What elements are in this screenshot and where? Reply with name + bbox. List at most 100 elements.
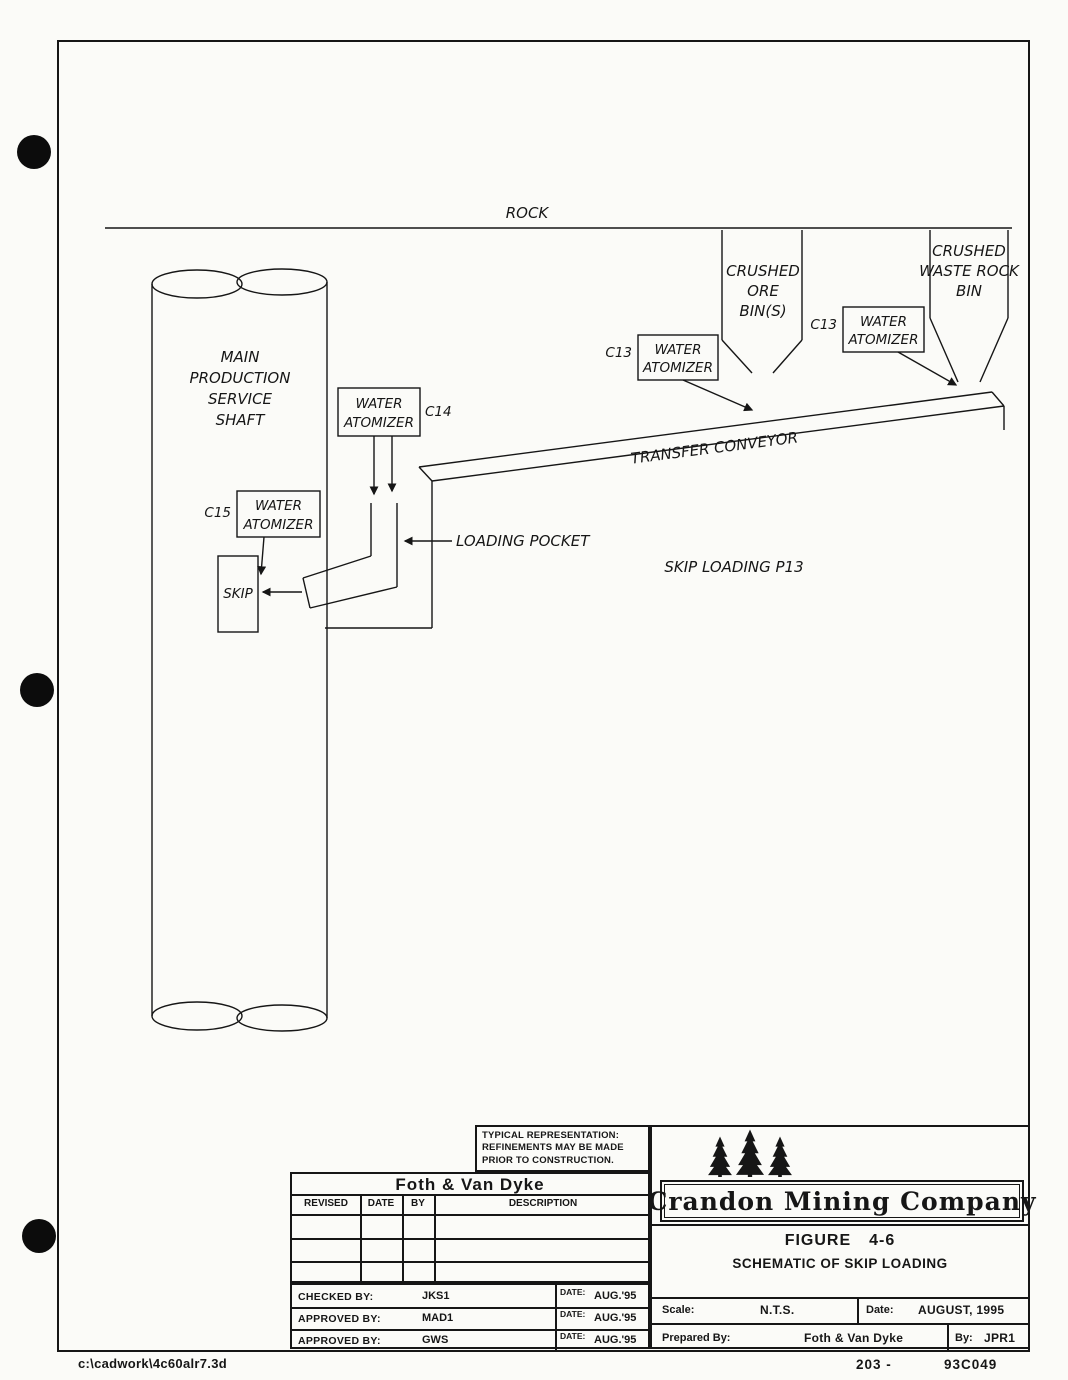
waste-bin-label-line1: CRUSHED (932, 242, 1006, 260)
note-line: PRIOR TO CONSTRUCTION. (482, 1154, 614, 1166)
figure-label: FIGURE (784, 1232, 852, 1249)
atomizer-c15-line2: ATOMIZER (243, 517, 314, 533)
drawing-border (57, 40, 1030, 1352)
waste-bin-label-line2: WASTE ROCK (919, 262, 1020, 280)
crushed-waste-rock-bin-shape (929, 230, 1009, 383)
table-line (652, 1297, 1028, 1299)
crushed-ore-bin-shape (721, 230, 803, 374)
table-line (555, 1329, 557, 1351)
approval-row: APPROVED BY: MAD1 DATE: AUG.'95 (292, 1307, 648, 1329)
column-header-date: DATE (367, 1198, 395, 1209)
shaft-label-line1: MAIN (221, 348, 260, 366)
water-atomizer-box-c13-waste (842, 306, 925, 353)
atomizer-c14-line2: ATOMIZER (343, 415, 414, 431)
atomizer-c13-ore-tag: C13 (605, 345, 632, 361)
column-header-revised: REVISED (304, 1198, 348, 1209)
approval-label: APPROVED BY: (298, 1335, 381, 1347)
table-line (555, 1285, 557, 1307)
atomizer-c14-line1: WATER (355, 396, 402, 412)
approval-name: MAD1 (422, 1312, 454, 1324)
approval-label: APPROVED BY: (298, 1313, 381, 1325)
transfer-conveyor-label: TRANSFER CONVEYOR (630, 428, 799, 467)
atomizer-c13-ore-line1: WATER (654, 342, 701, 358)
water-atomizer-box-c13-ore (637, 334, 719, 381)
date-value: AUG.'95 (594, 1290, 637, 1302)
date-label: Date: (866, 1304, 894, 1316)
page-number: 203 - (856, 1357, 892, 1372)
table-line (292, 1329, 648, 1331)
table-line (360, 1194, 362, 1281)
waste-bin-label-line3: BIN (956, 282, 982, 300)
table-line (857, 1297, 859, 1323)
revision-table: Foth & Van Dyke REVISED DATE BY DESCRIPT… (290, 1172, 650, 1283)
company-name-box: Crandon Mining Company (647, 1180, 1036, 1222)
table-line (652, 1224, 1028, 1226)
punch-hole (22, 1219, 56, 1253)
firm-name: Foth & Van Dyke (395, 1175, 545, 1194)
skip-box (217, 555, 259, 633)
date-value: AUG.'95 (594, 1334, 637, 1346)
date-label: DATE: (560, 1309, 586, 1319)
atomizer-c13-waste-line2: ATOMIZER (848, 332, 919, 348)
ore-bin-label-line2: ORE (747, 282, 779, 300)
rock-label: ROCK (506, 204, 550, 222)
table-line (292, 1307, 648, 1309)
atomizer-c13-ore-line2: ATOMIZER (642, 360, 713, 376)
approval-label: CHECKED BY: (298, 1291, 374, 1303)
shaft-label-line3: SERVICE (208, 390, 273, 408)
company-name: Crandon Mining Company (647, 1184, 1036, 1218)
column-header-by: BY (411, 1198, 425, 1209)
cad-file-path: c:\cadwork\4c60alr7.3d (78, 1356, 227, 1371)
table-line (434, 1194, 436, 1281)
approval-name: GWS (422, 1334, 449, 1346)
prepared-by-label: Prepared By: (662, 1332, 731, 1344)
shaft-label-line2: PRODUCTION (190, 369, 291, 387)
scale-label: Scale: (662, 1304, 695, 1316)
ore-bin-label-line1: CRUSHED (726, 262, 800, 280)
table-line (652, 1323, 1028, 1325)
date-label: DATE: (560, 1287, 586, 1297)
table-line (292, 1238, 648, 1240)
by-value: JPR1 (984, 1331, 1016, 1345)
spray-arrows (257, 351, 958, 597)
skip-label: SKIP (223, 586, 253, 602)
atomizer-c13-waste-line1: WATER (860, 314, 907, 330)
atomizer-c14-tag: C14 (425, 404, 452, 420)
date-value: AUGUST, 1995 (918, 1303, 1005, 1317)
date-value: AUG.'95 (594, 1312, 637, 1324)
by-label: By: (955, 1332, 973, 1344)
table-line (292, 1261, 648, 1263)
prepared-by-value: Foth & Van Dyke (804, 1331, 904, 1345)
doc-number: 93C049 (944, 1357, 998, 1372)
loading-pocket-shape (302, 481, 433, 629)
figure-subtitle: SCHEMATIC OF SKIP LOADING (732, 1256, 948, 1271)
shaft-label-line4: SHAFT (216, 411, 267, 429)
water-atomizer-box-c14 (337, 387, 421, 437)
punch-hole (17, 135, 51, 169)
note-line: TYPICAL REPRESENTATION: (482, 1130, 620, 1141)
main-shaft-cylinder (151, 268, 328, 1032)
approval-name: JKS1 (422, 1290, 450, 1302)
construction-note: TYPICAL REPRESENTATION: REFINEMENTS MAY … (475, 1125, 650, 1172)
table-line (292, 1194, 648, 1196)
table-line (555, 1307, 557, 1329)
atomizer-c15-tag: C15 (204, 505, 231, 521)
skip-loading-label: SKIP LOADING P13 (664, 558, 803, 576)
water-atomizer-box-c15 (236, 490, 321, 538)
punch-hole (20, 673, 54, 707)
column-header-description: DESCRIPTION (508, 1198, 578, 1209)
table-line (292, 1214, 648, 1216)
date-label: DATE: (560, 1331, 586, 1341)
approval-row: APPROVED BY: GWS DATE: AUG.'95 (292, 1329, 648, 1351)
atomizer-c13-waste-tag: C13 (810, 317, 837, 333)
table-line (402, 1194, 404, 1281)
atomizer-c15-line1: WATER (255, 498, 302, 514)
table-line (947, 1323, 949, 1351)
note-line: REFINEMENTS MAY BE MADE (482, 1142, 624, 1154)
trees-logo-icon (708, 1129, 792, 1177)
scale-value: N.T.S. (760, 1303, 795, 1317)
